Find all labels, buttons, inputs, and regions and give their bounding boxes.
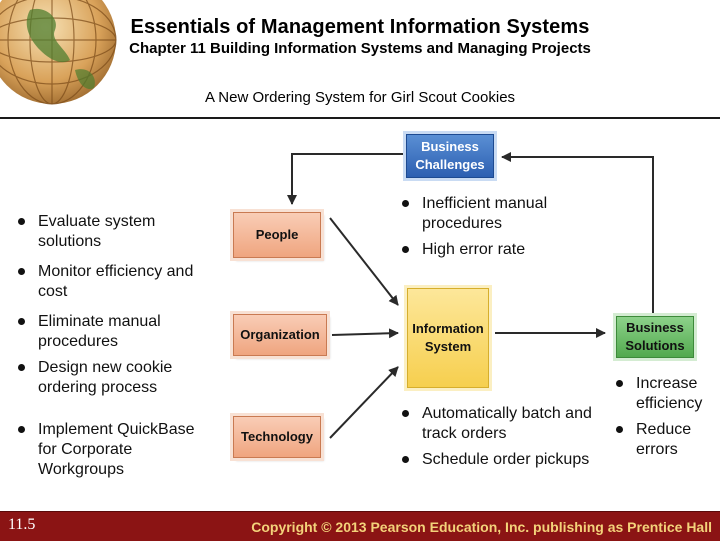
list-item: Schedule order pickups (400, 450, 600, 470)
diagram-arrows (287, 152, 654, 439)
arrow-organization-to-system (331, 328, 399, 339)
arrow-solutions-to-challenges (501, 152, 654, 313)
globe-icon (0, 0, 117, 105)
list-item: Automatically batch and track orders (400, 404, 600, 444)
list-item: Evaluate system solutions (16, 212, 216, 252)
header-title: Essentials of Management Information Sys… (130, 16, 590, 38)
slide-title: A New Ordering System for Girl Scout Coo… (204, 89, 516, 106)
arrow-people-to-system (329, 217, 399, 306)
technology-box: Technology (233, 416, 321, 458)
list-item: Reduce errors (614, 420, 714, 460)
list-item: Design new cookie ordering process (16, 358, 216, 398)
list-item: Monitor efficiency and cost (16, 262, 216, 302)
solution-bullet-list: Increase efficiency Reduce errors (614, 374, 714, 466)
list-item: High error rate (400, 240, 580, 260)
header-divider (0, 117, 720, 119)
list-item: Increase efficiency (614, 374, 714, 414)
arrow-challenges-to-people (287, 153, 404, 205)
list-item: Implement QuickBase for Corporate Workgr… (16, 420, 216, 480)
challenge-bullet-list: Inefficient manual procedures High error… (400, 194, 580, 266)
diagram: Business Challenges People Organization … (0, 120, 720, 480)
copyright-text: Copyright © 2013 Pearson Education, Inc.… (251, 519, 712, 535)
header-subtitle: Chapter 11 Building Information Systems … (129, 40, 591, 57)
people-box: People (233, 212, 321, 258)
information-system-box: Information System (407, 288, 489, 388)
system-bullet-list: Automatically batch and track orders Sch… (400, 404, 600, 476)
business-solutions-box: Business Solutions (616, 316, 694, 358)
organization-box: Organization (233, 314, 327, 356)
left-bullet-list: Evaluate system solutions Monitor effici… (16, 212, 216, 486)
list-item: Eliminate manual procedures (16, 312, 216, 352)
footer-bar: 11.5 Copyright © 2013 Pearson Education,… (0, 511, 720, 541)
list-item: Inefficient manual procedures (400, 194, 580, 234)
slide-number: 11.5 (8, 516, 36, 533)
arrow-technology-to-system (329, 366, 399, 439)
business-challenges-box: Business Challenges (406, 134, 494, 178)
